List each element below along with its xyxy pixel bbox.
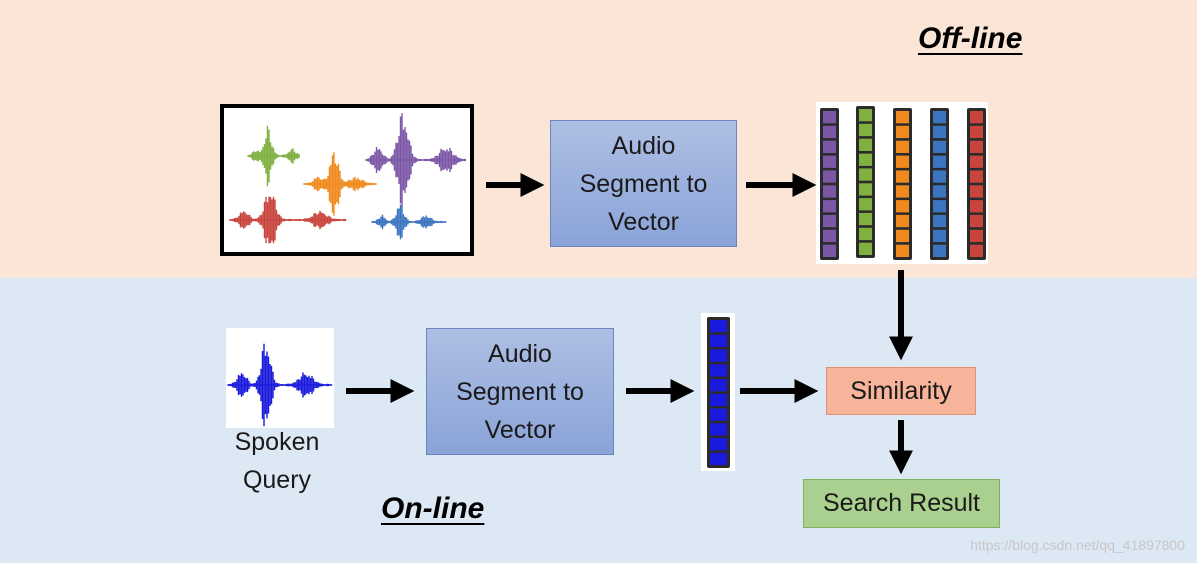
waveform-red (229, 196, 347, 244)
vector-purple (820, 108, 839, 260)
offline-process-label: Audio Segment to Vector (579, 131, 708, 236)
waveform-orange (303, 152, 377, 216)
similarity-box: Similarity (826, 367, 976, 415)
waveform-query (227, 343, 333, 427)
search-result-label: Search Result (822, 489, 981, 517)
database-vectors (816, 102, 988, 264)
search-result-box: Search Result (803, 479, 1000, 528)
online-process-label: Audio Segment to Vector (456, 339, 584, 444)
offline-title: Off-line (918, 22, 1023, 55)
waveform-blue (371, 204, 447, 240)
online-audio-segment-to-vector-box: Audio Segment to Vector (426, 328, 614, 455)
waveform-green (247, 125, 300, 187)
watermark: https://blog.csdn.net/qq_41897800 (970, 537, 1185, 553)
similarity-label: Similarity (850, 376, 952, 405)
waveform-purple (365, 113, 466, 207)
vector-orange (893, 108, 912, 260)
spoken-query-image (226, 328, 334, 428)
query-vector (701, 313, 735, 471)
vector-red (967, 108, 986, 260)
audio-database-image (220, 104, 474, 256)
online-title: On-line (381, 492, 485, 525)
offline-audio-segment-to-vector-box: Audio Segment to Vector (550, 120, 737, 247)
vector-green (856, 106, 875, 258)
vector-blue (930, 108, 949, 260)
spoken-query-label: Spoken Query (234, 428, 320, 494)
